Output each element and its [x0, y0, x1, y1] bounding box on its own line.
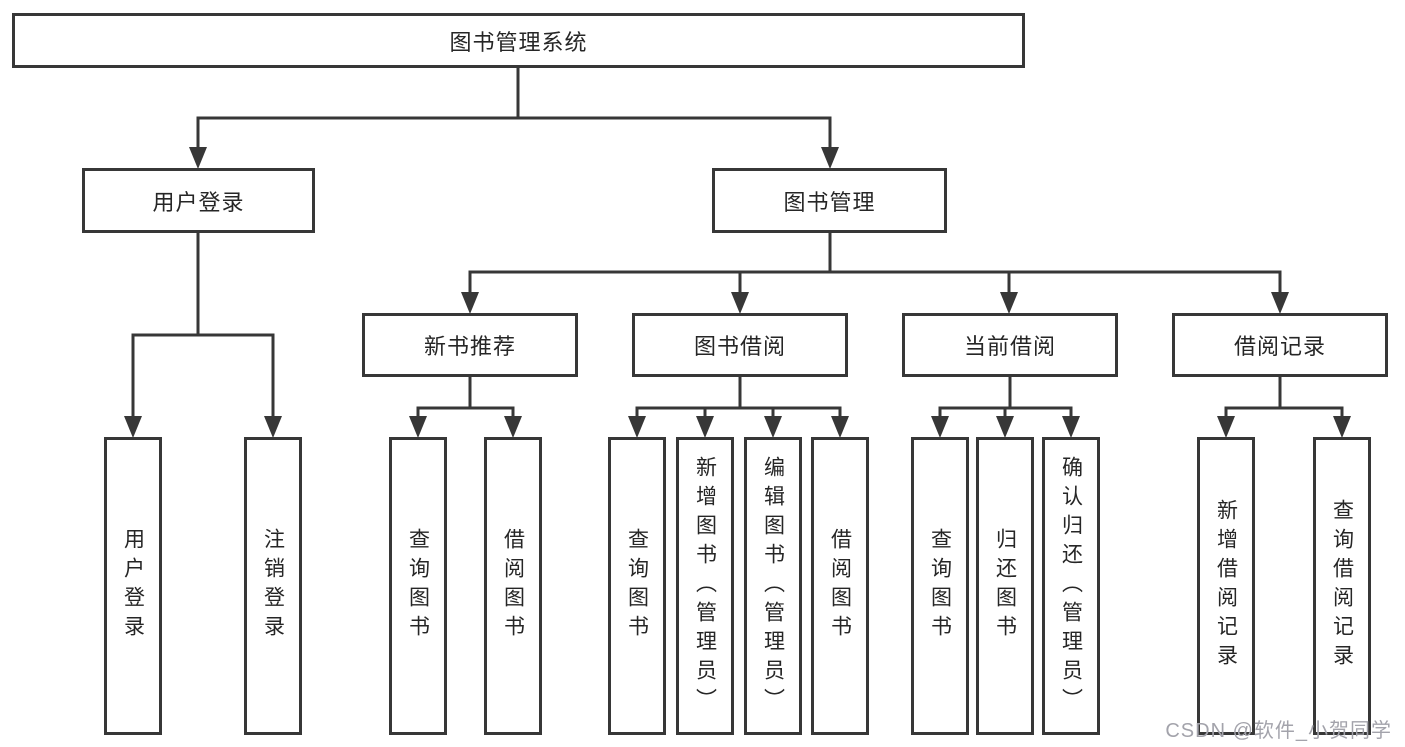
connector-new-book-fork	[416, 375, 515, 421]
watermark: CSDN @软件_小贺同学	[1165, 720, 1392, 742]
arrowheads	[124, 147, 1351, 438]
leaf-borrow-books: 借阅图书	[811, 437, 869, 735]
node-borrow-records: 借阅记录	[1172, 313, 1388, 377]
leaf-borrow-books-recommend: 借阅图书	[484, 437, 542, 735]
node-root: 图书管理系统	[12, 13, 1025, 68]
leaf-query-books-borrow: 查询图书	[608, 437, 666, 735]
leaf-user-login: 用户登录	[104, 437, 162, 735]
leaf-logout-login: 注销登录	[244, 437, 302, 735]
connector-root-fork	[196, 66, 832, 152]
leaf-edit-books-admin: 编辑图书（管理员）	[744, 437, 802, 735]
node-current-borrow: 当前借阅	[902, 313, 1118, 377]
leaf-query-books-current: 查询图书	[911, 437, 969, 735]
leaf-confirm-return-admin: 确认归还（管理员）	[1042, 437, 1100, 735]
leaf-query-books-recommend: 查询图书	[389, 437, 447, 735]
connector-user-login-fork	[131, 231, 275, 421]
leaf-add-books-admin: 新增图书（管理员）	[676, 437, 734, 735]
connector-book-borrow-fork	[635, 375, 842, 421]
node-user-login: 用户登录	[82, 168, 315, 233]
node-new-book-recommend: 新书推荐	[362, 313, 578, 377]
node-book-management: 图书管理	[712, 168, 947, 233]
connector-current-borrow-fork	[938, 375, 1073, 421]
connector-book-management-fork	[468, 231, 1282, 298]
leaf-query-borrow-record: 查询借阅记录	[1313, 437, 1371, 735]
node-book-borrow: 图书借阅	[632, 313, 848, 377]
connector-borrow-records-fork	[1224, 375, 1344, 421]
leaf-add-borrow-record: 新增借阅记录	[1197, 437, 1255, 735]
leaf-return-books: 归还图书	[976, 437, 1034, 735]
